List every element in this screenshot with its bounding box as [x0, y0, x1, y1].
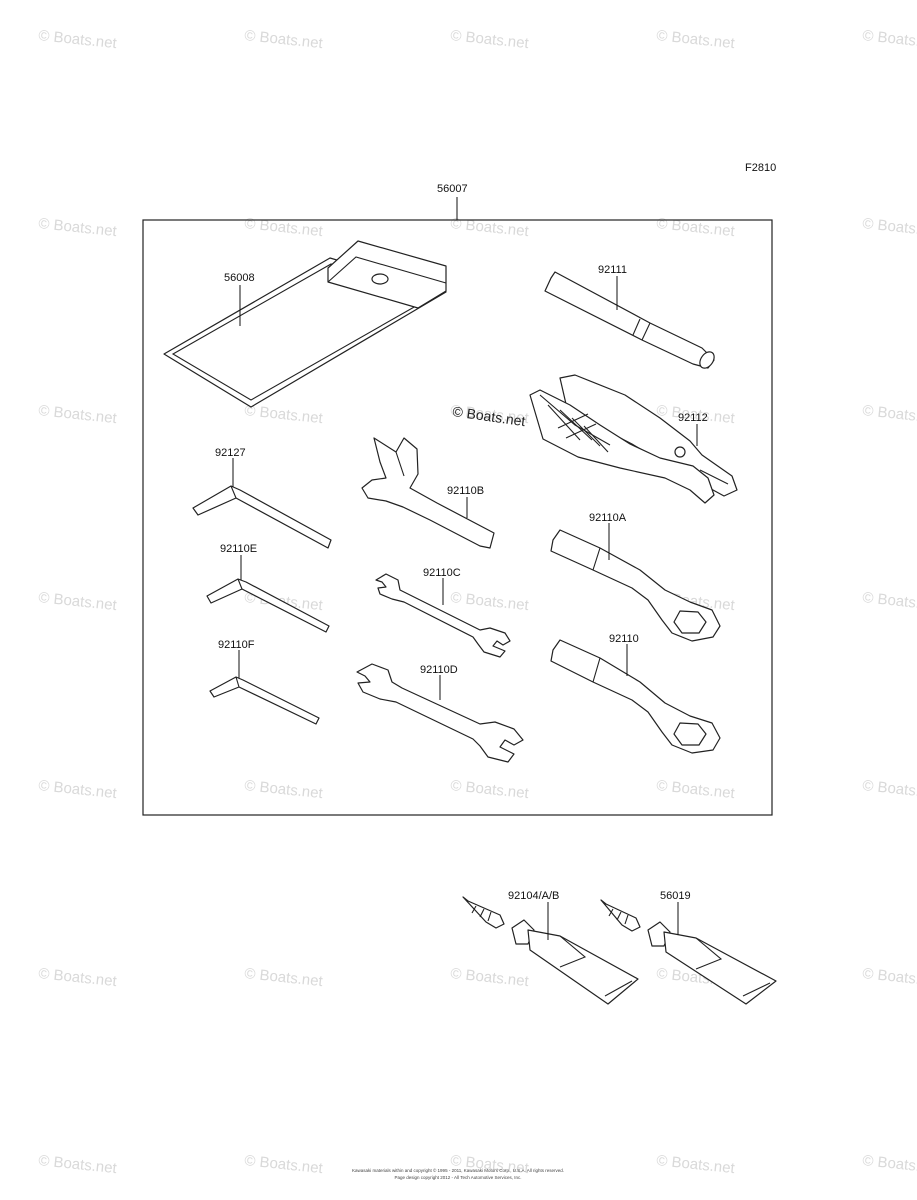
- hex-key-92110f: [209, 676, 320, 725]
- box-wrench-92110a: [550, 529, 721, 642]
- background-watermark: © Boats.net: [38, 777, 119, 802]
- background-watermark: © Boats.net: [656, 215, 737, 240]
- background-watermark: © Boats.net: [38, 589, 119, 614]
- background-watermark: © Boats.net: [862, 215, 917, 240]
- hook-spanner: [361, 437, 495, 549]
- background-watermark: © Boats.net: [38, 215, 119, 240]
- label-56008[interactable]: 56008: [224, 272, 255, 284]
- hex-key-92127: [192, 485, 332, 549]
- background-watermark: © Boats.net: [244, 27, 325, 52]
- tool-case: [163, 240, 447, 408]
- background-watermark: © Boats.net: [656, 1152, 737, 1177]
- open-wrench-large: [356, 663, 524, 763]
- label-92111[interactable]: 92111: [598, 264, 627, 276]
- label-92112[interactable]: 92112: [678, 412, 708, 424]
- background-watermark: © Boats.net: [38, 27, 119, 52]
- background-watermark: © Boats.net: [656, 777, 737, 802]
- background-watermark: © Boats.net: [450, 589, 531, 614]
- background-watermark: © Boats.net: [450, 777, 531, 802]
- background-watermark: © Boats.net: [450, 1152, 531, 1177]
- label-92110d[interactable]: 92110D: [420, 664, 458, 676]
- label-92104[interactable]: 92104/A/B: [508, 890, 559, 902]
- box-wrench-92110: [550, 639, 721, 754]
- background-watermark: © Boats.net: [450, 965, 531, 990]
- background-watermark: © Boats.net: [244, 1152, 325, 1177]
- background-watermark: © Boats.net: [244, 215, 325, 240]
- label-92110b[interactable]: 92110B: [447, 485, 484, 497]
- background-watermark: © Boats.net: [450, 27, 531, 52]
- footer-design: Page design copyright 2012 - All Tech Au…: [395, 1175, 522, 1180]
- background-watermark: © Boats.net: [244, 965, 325, 990]
- tube-56019: [600, 899, 777, 1005]
- handle-tube: [544, 271, 715, 369]
- label-92110[interactable]: 92110: [609, 633, 639, 645]
- background-watermark: © Boats.net: [862, 402, 917, 427]
- background-watermark: © Boats.net: [862, 1152, 917, 1177]
- label-92110c[interactable]: 92110C: [423, 567, 461, 579]
- background-watermark: © Boats.net: [862, 589, 917, 614]
- tube-92104: [462, 896, 639, 1005]
- background-watermark: © Boats.net: [862, 777, 917, 802]
- footer-copyright: Kawasaki materials within and copyright …: [352, 1167, 564, 1173]
- background-watermark: © Boats.net: [244, 402, 325, 427]
- label-56019[interactable]: 56019: [660, 890, 691, 902]
- background-watermark: © Boats.net: [862, 27, 917, 52]
- hex-key-92110e: [206, 578, 330, 633]
- label-92127[interactable]: 92127: [215, 447, 246, 459]
- label-92110e[interactable]: 92110E: [220, 543, 257, 555]
- pliers: [529, 374, 738, 504]
- background-watermark: © Boats.net: [450, 215, 531, 240]
- figure-code: F2810: [745, 162, 776, 174]
- background-watermark: © Boats.net: [244, 777, 325, 802]
- label-92110a[interactable]: 92110A: [589, 512, 627, 524]
- background-watermark: © Boats.net: [38, 1152, 119, 1177]
- watermark-layer: © Boats.net © Boats.net © Boats.net © Boats…: [38, 27, 917, 1177]
- background-watermark: © Boats.net: [862, 965, 917, 990]
- open-wrench-small: [375, 573, 511, 658]
- label-92110f[interactable]: 92110F: [218, 639, 255, 651]
- label-56007[interactable]: 56007: [437, 183, 468, 195]
- background-watermark: © Boats.net: [38, 402, 119, 427]
- background-watermark: © Boats.net: [38, 965, 119, 990]
- background-watermark: © Boats.net: [656, 27, 737, 52]
